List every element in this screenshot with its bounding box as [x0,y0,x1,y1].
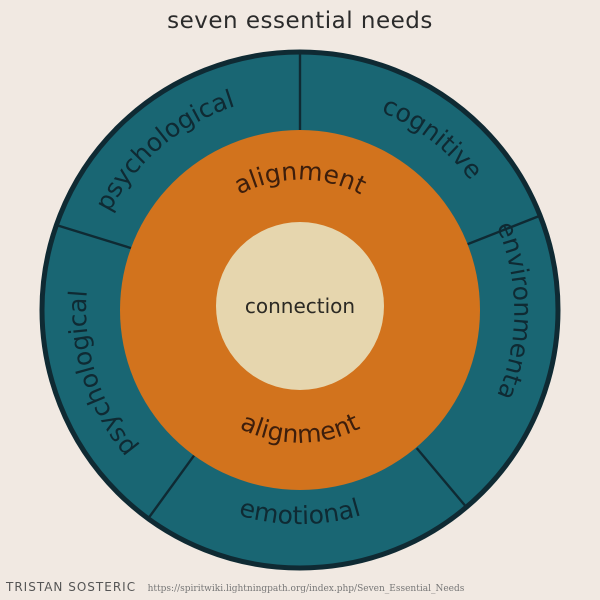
segment-dividers [57,52,541,520]
center-circle [216,222,384,390]
center-label: connection [245,294,355,318]
divider-lower-right [415,447,468,509]
divider-upper-left [57,224,134,250]
diagram-title: seven essential needs [167,8,433,34]
divider-lower-left [147,454,195,520]
divider-upper-right [466,214,541,246]
source-url: https://spiritwiki.lightningpath.org/ind… [148,584,465,594]
author-credit: TRISTAN SOSTERIC [5,580,136,594]
